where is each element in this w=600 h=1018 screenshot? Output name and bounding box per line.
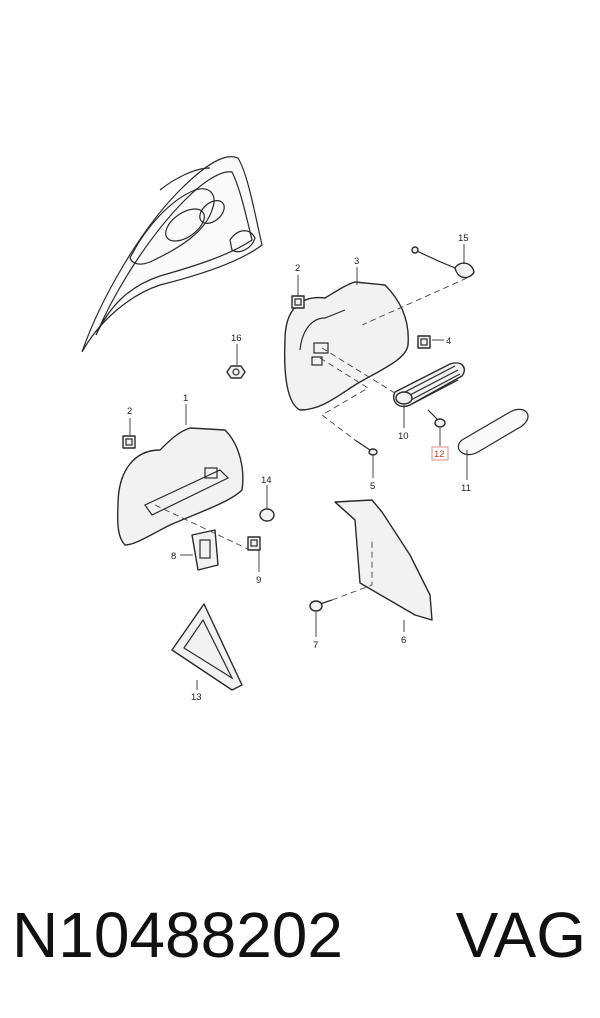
callout-1: 1 <box>183 393 188 404</box>
callout-14: 14 <box>261 475 272 486</box>
nut-16 <box>226 365 246 379</box>
trunk-lid <box>81 156 263 353</box>
lamp-15 <box>411 246 475 279</box>
callout-2-upper: 2 <box>295 263 300 274</box>
callout-2-lower: 2 <box>127 406 132 417</box>
callout-13: 13 <box>191 692 202 703</box>
clip-2-upper <box>291 295 305 309</box>
callout-5: 5 <box>370 481 375 492</box>
trim-panel-left <box>116 427 244 546</box>
clip-4 <box>417 335 431 349</box>
assembly-line-a <box>361 277 468 326</box>
exploded-parts-diagram: 1 2 2 3 4 5 6 7 8 9 10 11 12 13 14 15 16 <box>81 156 529 703</box>
callout-9: 9 <box>256 575 261 586</box>
cover-plate <box>457 408 529 456</box>
part-number: N10488202 <box>12 899 343 971</box>
callout-8: 8 <box>171 551 176 562</box>
callout-7: 7 <box>313 640 318 651</box>
screw-5 <box>354 439 378 456</box>
leader-lines <box>129 244 468 690</box>
callout-12-highlight-box <box>431 446 449 461</box>
callout-3: 3 <box>354 256 359 267</box>
bracket-clip <box>191 529 219 571</box>
callout-11: 11 <box>461 483 471 494</box>
vent-grille <box>393 362 466 408</box>
callout-16: 16 <box>231 333 242 344</box>
clip-2-lower <box>122 435 136 449</box>
warning-triangle <box>171 603 243 691</box>
clip-9 <box>247 536 261 551</box>
callout-6: 6 <box>401 635 406 646</box>
screw-7 <box>309 599 333 612</box>
trim-panel-right <box>283 281 409 411</box>
callout-4: 4 <box>446 336 451 347</box>
assembly-line-e <box>331 540 373 601</box>
callout-12: 12 <box>434 449 445 460</box>
footer: N10488202 VAG <box>0 885 600 995</box>
plug-14 <box>259 508 275 522</box>
callout-10: 10 <box>398 431 409 442</box>
screw-12 <box>427 409 446 428</box>
assembly-line-c <box>319 357 369 441</box>
callout-15: 15 <box>458 233 469 244</box>
brand-name: VAG <box>455 899 586 971</box>
side-panel <box>334 499 433 621</box>
assembly-line-b <box>321 347 399 396</box>
assembly-line-d <box>154 504 251 551</box>
